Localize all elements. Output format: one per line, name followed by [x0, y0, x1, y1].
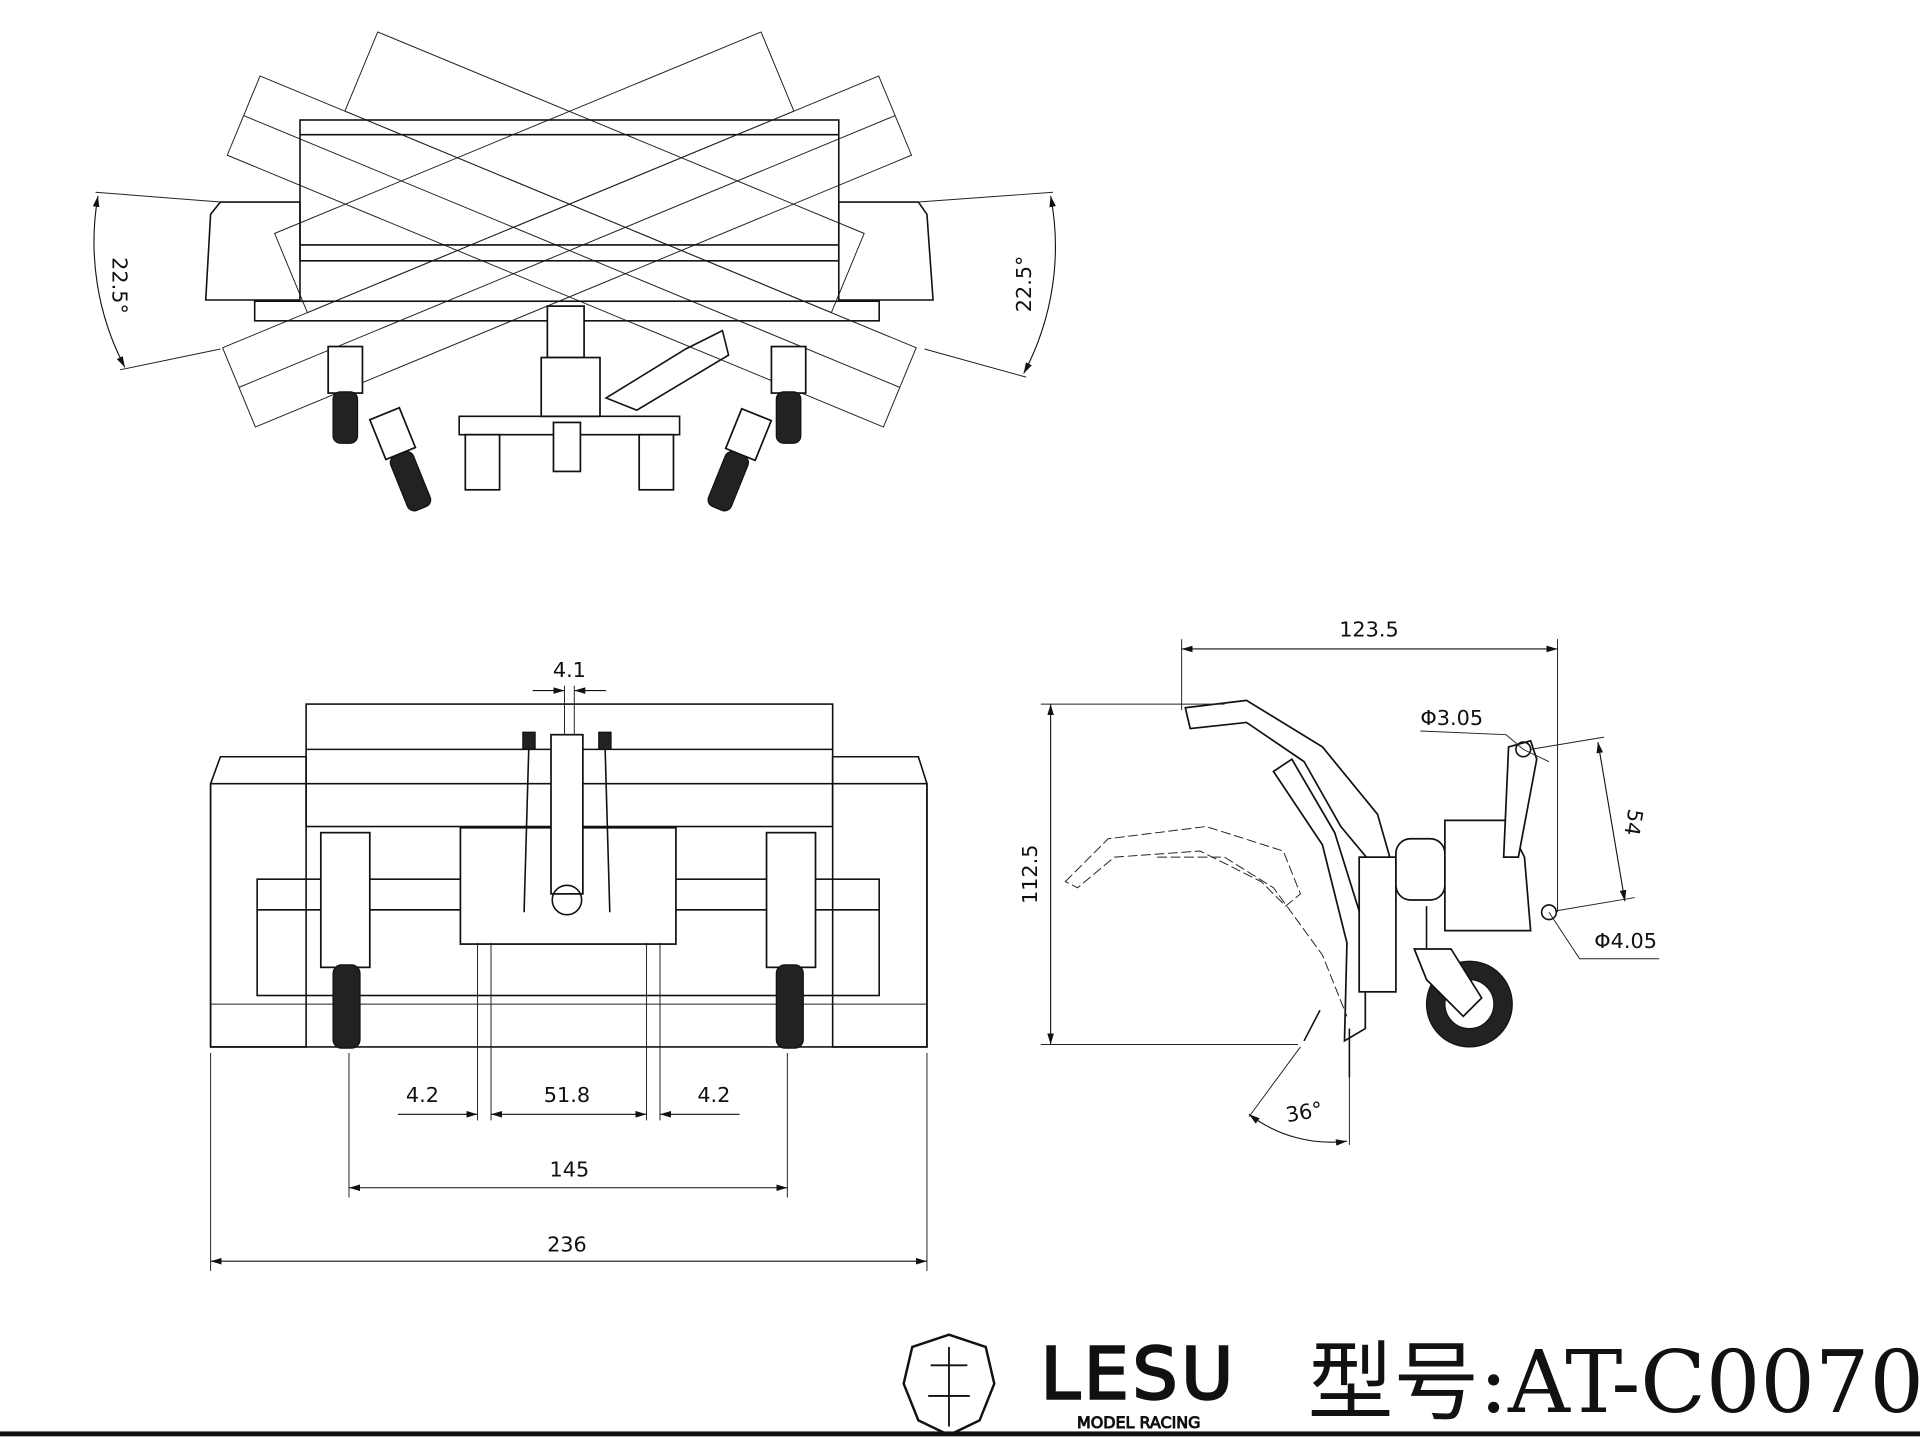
caster-wheels-front — [319, 831, 817, 1049]
footer: LESU MODEL RACING 型号:AT-C0070 — [0, 1331, 1920, 1437]
lower-hole-label: Φ4.05 — [1594, 929, 1657, 953]
brand-subtitle: MODEL RACING — [1077, 1413, 1201, 1432]
dim-mount-height: 54 — [1530, 736, 1647, 912]
angle-right-label: 22.5° — [1012, 256, 1036, 313]
angle-left-label: 22.5° — [108, 257, 132, 314]
mount-height-label: 54 — [1619, 807, 1647, 837]
pin-width-label: 4.1 — [553, 658, 586, 682]
brand-logo-text: LESU — [1041, 1332, 1237, 1415]
upper-hole-label: Φ3.05 — [1420, 706, 1483, 730]
front-view: 4.1 4.2 51.8 4.2 145 236 — [209, 658, 928, 1272]
length-label: 123.5 — [1339, 618, 1399, 642]
dim-wheel-span: 145 — [348, 1053, 788, 1198]
tilt-angle-label: 36° — [1284, 1097, 1324, 1127]
dim-overall-width: 236 — [210, 1053, 928, 1272]
left-gap-label: 4.2 — [406, 1083, 439, 1107]
blade-straight — [204, 119, 934, 322]
height-label: 112.5 — [1018, 845, 1042, 905]
dim-height: 112.5 — [1018, 703, 1298, 1045]
center-label: 51.8 — [544, 1083, 590, 1107]
side-view: 123.5 112.5 54 Φ3.05 Φ4.05 36° — [1018, 618, 1660, 1146]
wheel-span-label: 145 — [550, 1158, 590, 1182]
top-view: 22.5° 22.5° — [92, 31, 1056, 512]
blade-rotated-right — [226, 31, 917, 428]
dim-gaps: 4.2 51.8 4.2 — [397, 942, 740, 1121]
footer-divider — [0, 1431, 1920, 1437]
dim-pin-width: 4.1 — [532, 658, 607, 735]
blade-rotated-left — [221, 31, 913, 428]
caster-wheels-top — [327, 345, 807, 512]
overall-width-label: 236 — [547, 1232, 587, 1256]
model-number-label: 型号:AT-C0070 — [1308, 1333, 1920, 1433]
dim-length: 123.5 — [1181, 618, 1559, 913]
angle-dimension-left: 22.5° — [92, 191, 221, 371]
right-gap-label: 4.2 — [697, 1083, 730, 1107]
mount-assembly-top — [458, 305, 730, 491]
angle-dimension-right: 22.5° — [918, 191, 1056, 378]
lion-logo-icon — [902, 1333, 996, 1437]
dim-lower-hole: Φ4.05 — [1548, 911, 1660, 960]
dim-upper-hole: Φ3.05 — [1420, 706, 1550, 763]
dim-tilt-angle: 36° — [1248, 1046, 1350, 1146]
